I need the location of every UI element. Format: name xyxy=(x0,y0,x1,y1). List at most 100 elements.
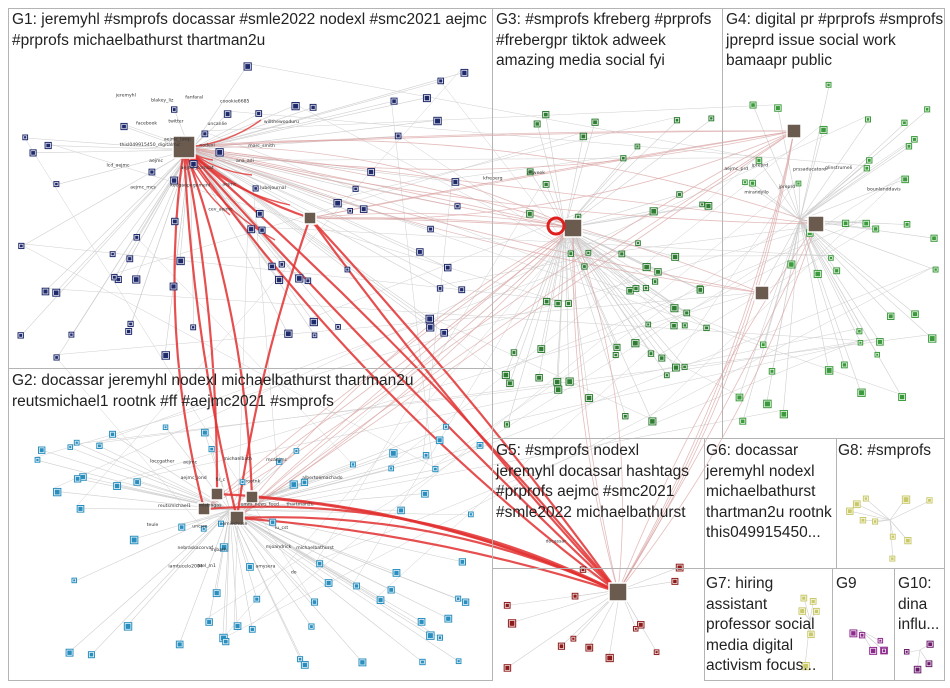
node-fill-g4 xyxy=(827,83,830,87)
edge xyxy=(249,180,797,627)
node-fill-g3 xyxy=(706,203,711,209)
group-title-g2: G2: docassar jeremyhl nodexl michaelbath… xyxy=(12,372,418,410)
edge-inter xyxy=(183,130,795,170)
node-fill-g2 xyxy=(438,636,442,639)
edge xyxy=(664,338,877,374)
edge xyxy=(116,485,231,511)
node-fill-g3 xyxy=(636,242,640,245)
node-label: mjoandrick xyxy=(266,544,292,550)
edge xyxy=(22,134,312,600)
node-fill-g4 xyxy=(934,268,937,271)
node-fill-g4 xyxy=(865,166,869,170)
aejmc-prd-node[interactable] xyxy=(786,123,802,139)
rootnk-node[interactable] xyxy=(245,490,259,504)
nodexl-node[interactable] xyxy=(303,211,317,225)
node-fill-g4 xyxy=(876,353,879,356)
edge xyxy=(189,149,349,271)
node-fill-g1 xyxy=(126,329,131,334)
edge-highlight xyxy=(182,146,254,498)
node-fill-g8 xyxy=(903,497,909,503)
node-fill-g4 xyxy=(866,118,870,121)
node-fill-g2 xyxy=(446,616,451,621)
thartman2u-node[interactable] xyxy=(210,487,224,501)
edge xyxy=(112,149,191,255)
edge xyxy=(672,181,797,365)
node-fill-g2 xyxy=(291,482,297,487)
edge-inter xyxy=(309,212,574,229)
edge-inter xyxy=(183,146,817,225)
node-fill-g2 xyxy=(398,508,404,513)
node-fill-g1 xyxy=(171,178,177,183)
node-fill-g3 xyxy=(539,346,544,352)
edge xyxy=(189,113,260,151)
edge xyxy=(77,443,231,511)
node-fill-g2 xyxy=(437,438,442,443)
edge xyxy=(189,149,463,291)
edge xyxy=(205,175,903,620)
node-fill-g1 xyxy=(346,268,349,271)
node-fill-g3 xyxy=(507,381,512,386)
edge xyxy=(229,509,253,630)
group-title-g1: G1: jeremyhl #smprofs docassar #smle2022… xyxy=(12,11,492,49)
node-fill-g2 xyxy=(312,600,317,604)
edge xyxy=(229,509,392,591)
edge-inter xyxy=(183,146,817,225)
node-fill-g1 xyxy=(456,204,459,208)
node-label: mlstragas xyxy=(199,502,222,508)
kfreberg-node[interactable] xyxy=(563,218,583,238)
node-fill-g1 xyxy=(460,288,464,292)
edge xyxy=(53,354,202,527)
edge xyxy=(619,581,675,591)
node-fill-g7 xyxy=(800,609,805,614)
mirandyllo-node[interactable] xyxy=(754,285,770,301)
edge xyxy=(189,80,442,151)
edge-inter xyxy=(183,146,763,294)
node-label: keeganpegement xyxy=(170,183,210,189)
node-fill-g9 xyxy=(851,631,856,636)
node-fill-g4 xyxy=(905,222,909,226)
edge-inter xyxy=(183,146,763,294)
node-fill-g5 xyxy=(673,579,677,584)
node-fill-g2 xyxy=(270,520,275,524)
node-fill-g2 xyxy=(73,579,76,582)
node-fill-g9 xyxy=(870,648,876,654)
edge xyxy=(48,145,191,151)
node-fill-g1 xyxy=(335,200,341,206)
node-fill-g1 xyxy=(172,108,176,112)
docassar-node[interactable] xyxy=(608,582,628,602)
node-fill-g7 xyxy=(802,596,806,600)
edge xyxy=(388,126,821,467)
node-fill-g2 xyxy=(424,453,428,457)
michaelbathurst-node[interactable] xyxy=(229,510,245,526)
node-fill-g3 xyxy=(512,351,516,355)
node-label: michaelbathurst xyxy=(296,545,334,551)
node-label: emm_news_feed xyxy=(241,502,280,508)
node-fill-g5 xyxy=(655,651,658,654)
edge xyxy=(316,340,859,562)
edge xyxy=(229,509,422,622)
jeremyhl-node[interactable] xyxy=(172,135,196,159)
edge xyxy=(225,509,231,642)
edge xyxy=(564,227,676,368)
node-fill-g1 xyxy=(191,161,196,167)
node-label: aejmc_lond xyxy=(181,475,207,481)
adweek-node[interactable] xyxy=(546,216,566,236)
edge-highlight xyxy=(183,146,619,593)
node-fill-g3 xyxy=(576,215,580,219)
node-fill-g1 xyxy=(311,319,317,325)
edge-inter xyxy=(309,130,795,220)
node-fill-g2 xyxy=(75,476,80,481)
edge xyxy=(564,205,709,229)
edge xyxy=(204,509,231,530)
reutsmichael1-node[interactable] xyxy=(197,502,211,516)
node-fill-g7 xyxy=(814,609,819,614)
node-fill-g2 xyxy=(221,635,227,641)
group-title-g6: G6: docassar jeremyhl nodexl michaelbath… xyxy=(706,442,837,541)
node-fill-g1 xyxy=(129,322,132,326)
edge xyxy=(189,149,430,319)
node-fill-g4 xyxy=(741,419,745,423)
edge-highlight xyxy=(309,217,619,593)
node-label: nodexl xyxy=(199,143,214,149)
edge xyxy=(181,509,231,528)
jpreprd-node[interactable] xyxy=(807,215,825,233)
